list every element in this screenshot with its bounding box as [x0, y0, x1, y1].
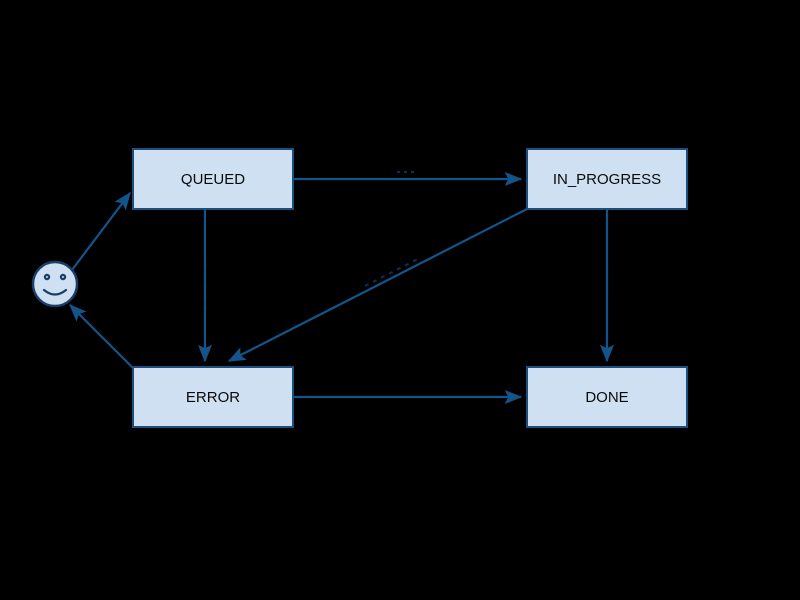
edge-start-to-queued [71, 191, 131, 271]
edge-start-to-queued-line [71, 191, 131, 271]
state-queued-box[interactable] [132, 148, 294, 210]
state-queued-label: QUEUED [181, 171, 245, 188]
smiley-left-eye-icon [43, 273, 51, 281]
edge-error-to-start [69, 304, 134, 369]
edge-layer [69, 170, 615, 405]
state-in-progress-box[interactable] [526, 148, 688, 210]
state-error[interactable]: ERROR [132, 366, 294, 428]
state-in-progress[interactable]: IN_PROGRESS [526, 148, 688, 210]
state-done-box[interactable] [526, 366, 688, 428]
smiley-start-node[interactable] [31, 260, 79, 308]
state-error-label: ERROR [186, 389, 240, 406]
state-done[interactable]: DONE [526, 366, 688, 428]
edge-error-to-start-line [69, 304, 134, 369]
edge-in-progress-to-error-line [227, 208, 528, 362]
edge-in-progress-to-error [227, 208, 528, 362]
edge-queued-to-in-progress [293, 170, 523, 187]
state-error-box[interactable] [132, 366, 294, 428]
state-in-progress-label: IN_PROGRESS [553, 171, 661, 188]
smiley-face-icon [31, 260, 79, 308]
state-done-label: DONE [585, 389, 628, 406]
state-queued[interactable]: QUEUED [132, 148, 294, 210]
edge-in-progress-to-error-label-mark [364, 257, 421, 287]
smiley-mouth-icon [42, 288, 68, 296]
smiley-right-eye-icon [59, 273, 67, 281]
